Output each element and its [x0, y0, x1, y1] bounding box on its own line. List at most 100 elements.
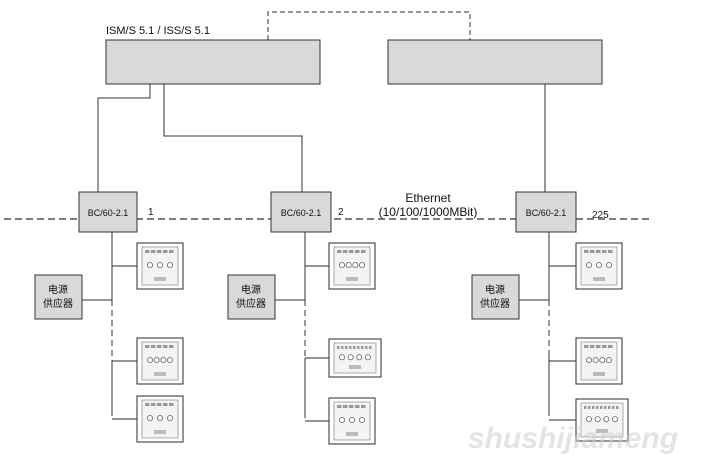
controller-1: BC/60-2.1 1 — [78, 191, 154, 233]
power-supply-box — [34, 274, 83, 320]
module-label-plate — [593, 277, 605, 281]
module-knob — [167, 262, 173, 269]
primary-server-box — [105, 39, 321, 85]
module-terminal — [584, 250, 589, 253]
module-knob — [359, 417, 365, 424]
ethernet-label: Ethernet — [405, 191, 451, 205]
module-terminal — [151, 403, 156, 406]
module-knob — [612, 416, 618, 423]
module-terminal — [608, 406, 611, 409]
power-supply-label: 电源 — [485, 283, 505, 296]
module-terminal — [157, 345, 162, 348]
module-knob — [157, 415, 163, 422]
module-terminal — [602, 250, 607, 253]
module-terminal — [369, 346, 372, 349]
module-label-plate — [154, 277, 166, 281]
module-terminal — [596, 406, 599, 409]
device-module — [136, 337, 184, 385]
module-terminal — [588, 406, 591, 409]
module-terminal — [596, 345, 601, 348]
device-module — [575, 242, 623, 290]
power-supply-1: 电源 供应器 — [34, 274, 112, 320]
device-module — [136, 395, 184, 443]
module-knob — [347, 354, 354, 361]
module-terminal — [612, 406, 615, 409]
module-knob — [157, 262, 163, 269]
controller-number: 225 — [592, 210, 609, 221]
secondary-server-box — [387, 39, 603, 85]
power-supply-label: 供应器 — [236, 297, 266, 310]
power-supply-box — [227, 274, 276, 320]
module-knob — [147, 357, 153, 364]
ethernet-speed-label: (10/100/1000MBit) — [379, 205, 478, 219]
module-terminal — [608, 250, 613, 253]
module-terminal — [600, 406, 603, 409]
module-knob — [359, 262, 365, 269]
module-terminal — [145, 250, 150, 253]
controller-number: 2 — [338, 207, 344, 218]
module-label-plate — [346, 277, 358, 281]
module-terminal — [337, 250, 342, 253]
module-terminal — [357, 346, 360, 349]
device-module — [328, 397, 376, 445]
module-label-plate — [154, 430, 166, 434]
module-terminal — [602, 345, 607, 348]
module-terminal — [157, 403, 162, 406]
device-module — [575, 337, 623, 385]
module-knob — [349, 417, 355, 424]
module-knob — [153, 357, 160, 364]
module-terminal — [361, 250, 366, 253]
controller-box — [270, 191, 332, 233]
power-supply-label: 电源 — [241, 283, 261, 296]
module-terminal — [608, 345, 613, 348]
module-knob — [147, 415, 153, 422]
module-terminal — [145, 403, 150, 406]
module-knob — [594, 416, 601, 423]
module-terminal — [151, 250, 156, 253]
controller-box — [515, 191, 577, 233]
server-dashed-link — [267, 11, 471, 40]
controller-label: BC/60-2.1 — [526, 208, 567, 218]
module-knob — [596, 262, 602, 269]
module-knob — [599, 357, 606, 364]
link-server-controller-2 — [163, 84, 303, 192]
module-terminal — [349, 346, 352, 349]
device-module — [328, 338, 382, 378]
module-terminal — [616, 406, 619, 409]
power-supply-label: 供应器 — [43, 297, 73, 310]
module-knob — [167, 415, 173, 422]
controller-label: BC/60-2.1 — [281, 208, 322, 218]
module-knob — [586, 357, 592, 364]
module-label-plate — [154, 372, 166, 376]
device-module — [328, 242, 376, 290]
device-module — [136, 242, 184, 290]
module-terminal — [361, 405, 366, 408]
device-module — [575, 398, 629, 442]
module-terminal — [604, 406, 607, 409]
module-terminal — [341, 346, 344, 349]
module-label-plate — [593, 372, 605, 376]
module-terminal — [169, 345, 174, 348]
module-label-plate — [346, 432, 358, 436]
module-knob — [352, 262, 359, 269]
module-knob — [339, 354, 345, 361]
link-server-controller-1 — [97, 84, 151, 192]
controller-number: 1 — [148, 207, 154, 218]
module-terminal — [169, 403, 174, 406]
module-terminal — [584, 345, 589, 348]
module-terminal — [355, 250, 360, 253]
module-terminal — [163, 250, 168, 253]
module-terminal — [145, 345, 150, 348]
power-supply-2: 电源 供应器 — [227, 274, 305, 320]
power-supply-box — [471, 274, 520, 320]
module-terminal — [355, 405, 360, 408]
controller-225: BC/60-2.1 225 — [515, 191, 609, 233]
controller-2: BC/60-2.1 2 — [270, 191, 344, 233]
module-knob — [339, 417, 345, 424]
module-terminal — [345, 346, 348, 349]
module-terminal — [151, 345, 156, 348]
module-terminal — [337, 405, 342, 408]
module-terminal — [349, 405, 354, 408]
module-knob — [603, 416, 610, 423]
